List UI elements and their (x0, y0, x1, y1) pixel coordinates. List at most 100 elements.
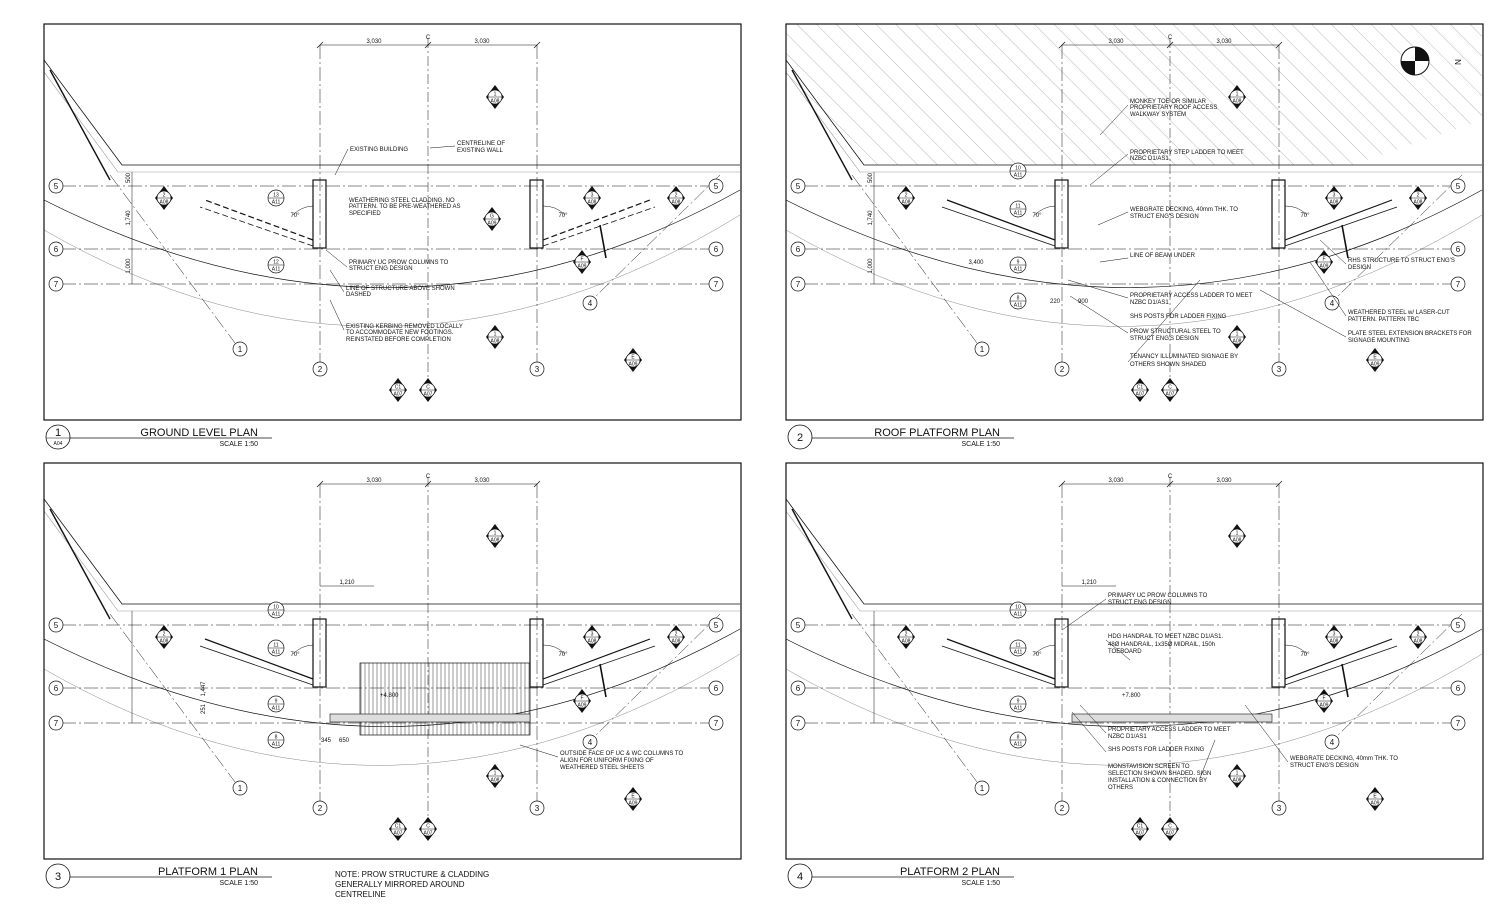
section-sheet-ref: A08 (902, 639, 911, 645)
angle-arc-left (1034, 205, 1056, 216)
panel-frame (43, 23, 742, 421)
prow-structure: 70°70° (941, 179, 1398, 259)
panel-roof: 3,0303,030C70°70°+6.4205001,7401,0003,40… (785, 23, 1484, 450)
cladding-left (946, 199, 1056, 241)
leader-line (1079, 704, 1107, 734)
side-dimension-3: 345 (321, 738, 332, 744)
cladding-left (946, 638, 1056, 680)
angle-left: 70° (290, 652, 300, 658)
prow-column-right (1271, 618, 1286, 688)
dimension-tick (1166, 480, 1174, 488)
detail-sheet-ref: A11 (272, 742, 281, 748)
grid-6-left-label: 6 (54, 684, 59, 693)
dimension-right: 3,030 (1216, 478, 1232, 484)
section-number: E (1373, 355, 1377, 361)
existing-wall-stub (49, 69, 111, 181)
leader-line (329, 299, 345, 331)
angle-right: 70° (558, 652, 568, 658)
grid-7-right-bubble (1450, 715, 1466, 731)
existing-building-face (44, 510, 740, 612)
note-6: STRUCT ENG'S DESIGN (1130, 214, 1199, 220)
grid-6-right-bubble (708, 680, 724, 696)
side-dimension-1: 1,740 (868, 210, 874, 226)
angle-arc-right (542, 205, 566, 216)
view-scale: SCALE 1:50 (219, 880, 258, 887)
dimension-tick (1058, 480, 1066, 488)
section-sheet-ref: A08 (1330, 200, 1339, 206)
note-17: WEATHERED STEEL w/ LASER-CUT (1348, 310, 1450, 316)
note-11: OTHERS (1108, 785, 1133, 791)
dimension-right: 3,030 (474, 39, 490, 45)
detail-sheet-ref: A11 (1014, 742, 1023, 748)
grid-1-label: 1 (980, 345, 985, 354)
view-number: 3 (55, 871, 61, 883)
cladding-right-back (1284, 645, 1398, 686)
grid-5-right-label: 5 (1456, 621, 1461, 630)
side-dimension-2: 1,000 (126, 258, 132, 274)
grid-2-bubble (312, 361, 328, 377)
note-6: NZBC D1/AS1 (1108, 734, 1147, 740)
existing-building-edge (44, 59, 740, 166)
kerb-line (44, 189, 741, 288)
grid-2-bubble (312, 800, 328, 816)
cladding-right (542, 199, 651, 241)
section-number: 3 (1333, 193, 1336, 199)
grid-1-bubble (974, 341, 990, 357)
